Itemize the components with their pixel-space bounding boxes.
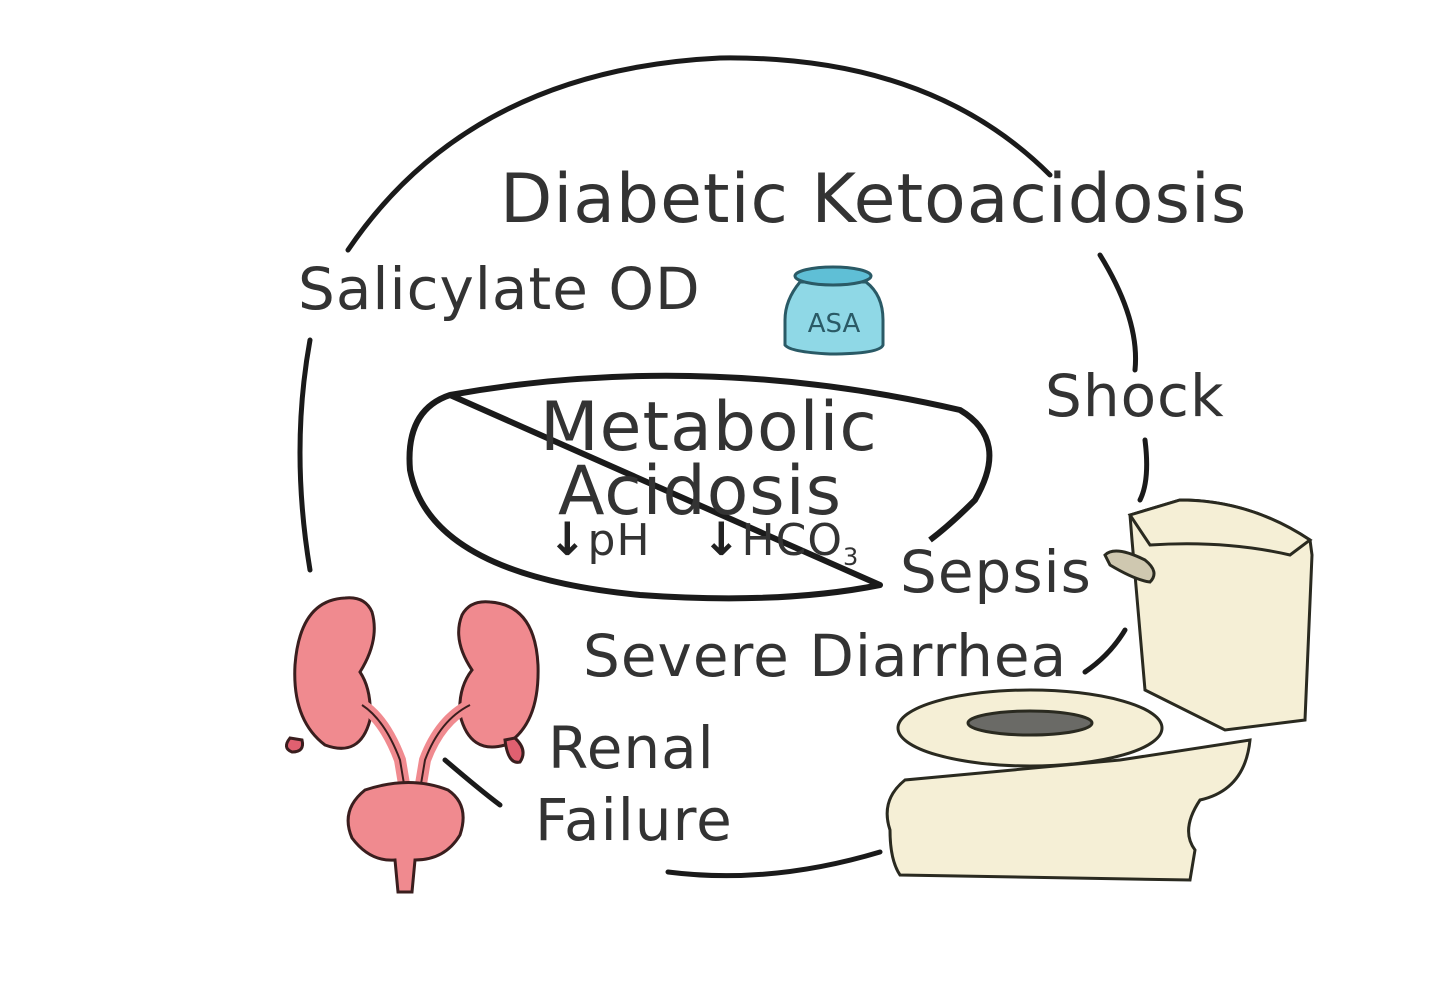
label-sepsis: Sepsis [900,538,1092,606]
hco3-indicator: ↓HCO3 [702,512,859,571]
hco3-label: HCO [741,515,843,566]
label-renal: Renal [548,714,715,782]
label-diabetic-ketoacidosis: Diabetic Ketoacidosis [500,160,1248,239]
center-title-line1: Metabolic [540,388,878,467]
kidneys-icon [285,596,540,894]
hco3-subscript: 3 [843,543,860,571]
down-arrow-icon: ↓ [548,512,588,566]
label-salicylate-od: Salicylate OD [298,255,701,323]
down-arrow-icon: ↓ [702,512,742,566]
center-title-line2: Acidosis [557,452,843,531]
toilet-icon [885,498,1314,882]
inner-loop [406,372,993,602]
asa-bottle-icon: ASA [783,265,885,356]
label-failure: Failure [535,786,733,854]
label-shock: Shock [1045,362,1225,430]
asa-label: ASA [808,309,861,339]
outer-circle [297,55,1150,879]
ph-label: pH [587,515,651,566]
ph-indicator: ↓pH [548,512,651,566]
label-severe-diarrhea: Severe Diarrhea [583,622,1068,690]
